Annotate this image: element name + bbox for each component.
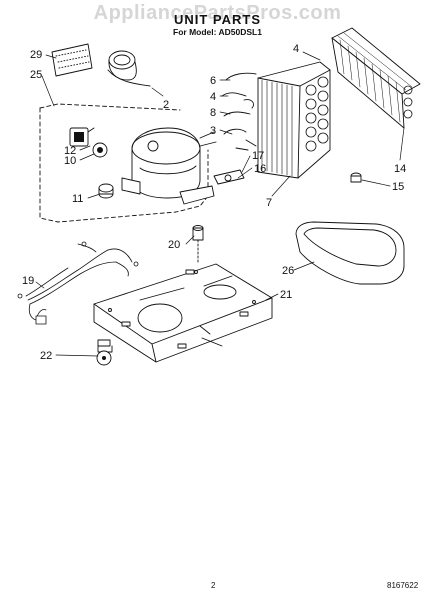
leader-lines xyxy=(35,51,405,357)
callout-6: 6 xyxy=(210,75,216,87)
base-plate-part xyxy=(93,263,273,363)
relay-part xyxy=(69,127,95,147)
wire-harness-part xyxy=(17,241,139,325)
coil-panel-part xyxy=(331,27,421,129)
tube-part xyxy=(107,50,151,87)
screw-part xyxy=(350,172,362,183)
label-plate-part xyxy=(51,43,93,77)
callout-8: 8 xyxy=(210,107,216,119)
callout-11: 11 xyxy=(72,193,83,205)
callout-15: 15 xyxy=(392,181,404,193)
callout-10: 10 xyxy=(64,155,76,167)
callout-4-mid: 4 xyxy=(210,91,216,103)
callout-3: 3 xyxy=(210,125,216,137)
callout-14: 14 xyxy=(394,163,406,175)
callout-25: 25 xyxy=(30,69,42,81)
callout-16: 16 xyxy=(254,163,266,175)
document-number: 8167622 xyxy=(387,581,419,590)
diagram-title: UNIT PARTS xyxy=(173,12,262,27)
callout-29: 29 xyxy=(30,49,42,61)
fittings-group xyxy=(221,72,257,151)
callout-26: 26 xyxy=(282,265,294,277)
compressor-part xyxy=(121,127,217,205)
model-line: For Model: AD50DSL1 xyxy=(173,27,262,37)
drain-pan-part xyxy=(295,221,405,285)
overload-part xyxy=(92,142,108,158)
caster-wheel-part xyxy=(96,339,113,366)
callout-4-top: 4 xyxy=(293,43,299,55)
mount-bracket-part xyxy=(213,169,245,185)
grommet-part xyxy=(98,183,114,199)
callout-19: 19 xyxy=(22,275,34,287)
callout-21: 21 xyxy=(280,289,292,301)
callout-7: 7 xyxy=(266,197,272,209)
coil-assembly-part xyxy=(257,61,331,179)
page-number: 2 xyxy=(211,581,216,590)
spacer-part xyxy=(192,225,204,263)
callout-12: 12 xyxy=(64,145,76,157)
callout-22: 22 xyxy=(40,350,52,362)
callout-20: 20 xyxy=(168,239,180,251)
watermark: AppliancePartsPros.com xyxy=(93,2,342,24)
callout-2: 2 xyxy=(163,99,169,111)
callout-17: 17 xyxy=(252,150,264,162)
